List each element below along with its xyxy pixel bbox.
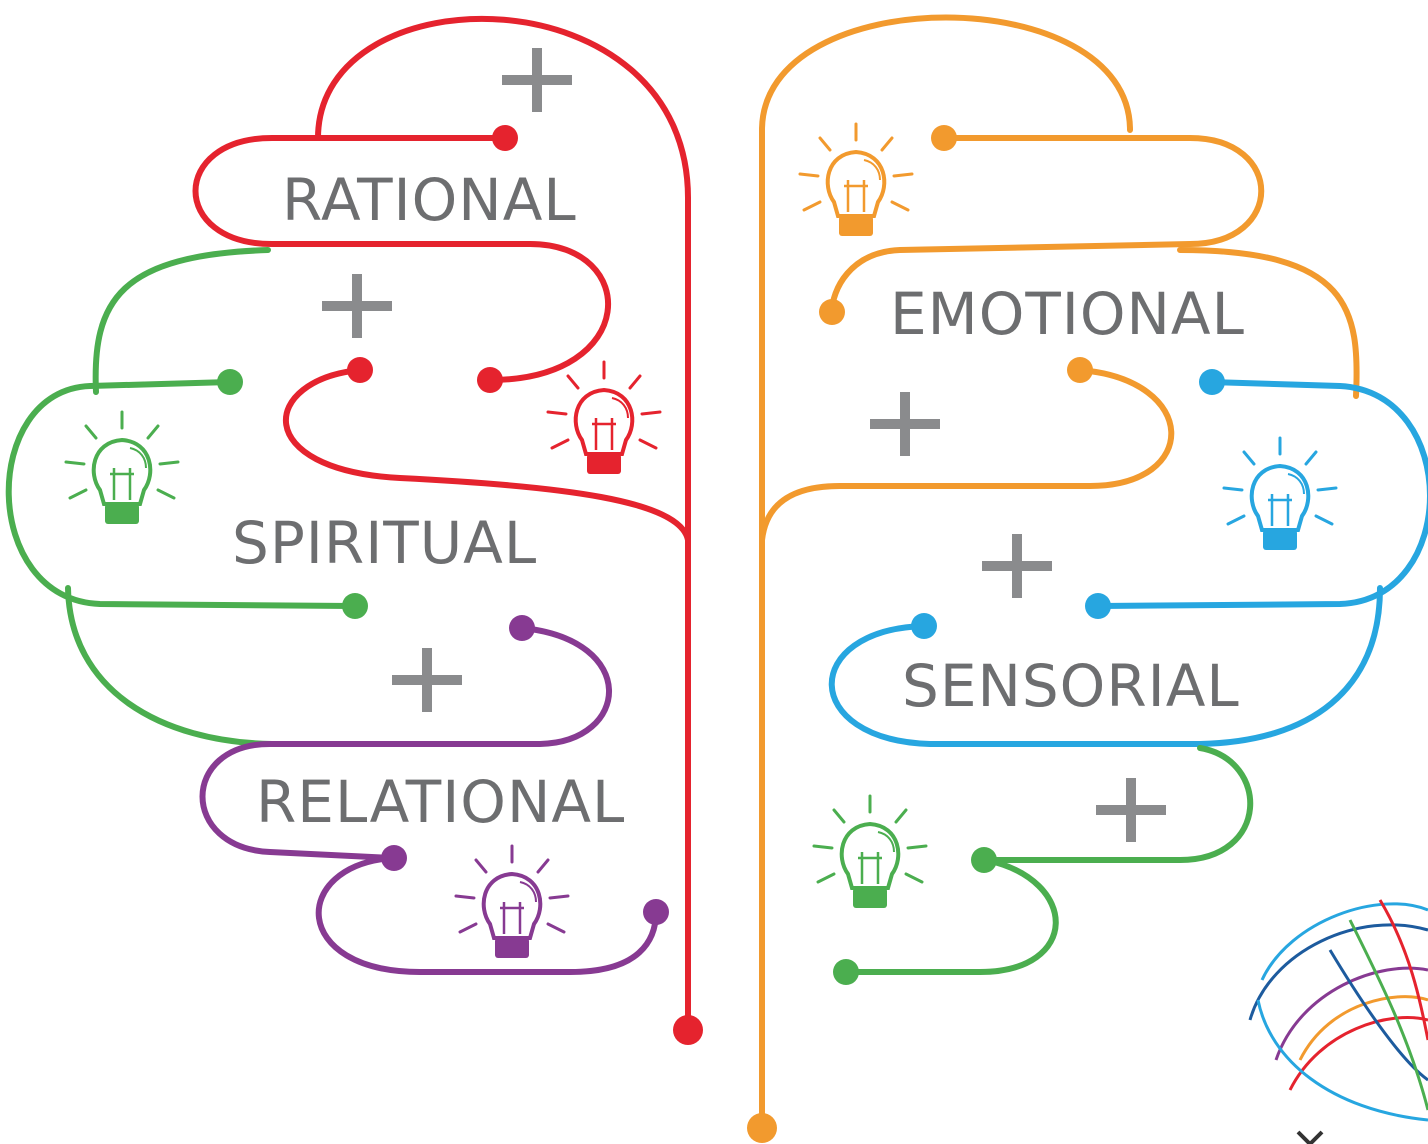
lower-right-wire-arc [983,745,1254,863]
spiritual-node [217,369,243,395]
emotional-wire-outer [1177,247,1360,399]
lower-right-node [971,847,997,873]
sensorial-node [1199,369,1225,395]
relational-node [381,845,407,871]
rational-node [477,367,503,393]
relational-node [643,899,669,925]
sensorial-node [911,613,937,639]
plus-icon [1096,778,1166,842]
sensorial-wire-outer [1097,379,1428,609]
spiritual-label: SPIRITUAL [232,509,537,577]
rational-node [492,125,518,151]
relational-wire-arc [199,625,612,861]
rational-lobe: RATIONAL [192,15,703,1045]
spiritual-wire-lower [65,585,275,747]
emotional-root-wire [759,14,1133,1131]
rational-wire-top-arc [315,15,692,1033]
sensorial-lobe: SENSORIAL [828,369,1428,747]
emotional-node [1067,357,1093,383]
emotional-wire-top [829,135,1265,315]
lower-right-node [833,959,859,985]
relational-label: RELATIONAL [256,768,625,836]
emotional-lobe: EMOTIONAL [747,14,1360,1143]
plus-signs [322,48,1166,842]
lightbulb-icon [1222,436,1338,552]
lightbulb-icon [546,360,662,476]
relational-node [509,615,535,641]
rational-root-node [673,1015,703,1045]
lightbulb-icon [64,410,180,526]
rational-node [347,357,373,383]
lower-right-lobe [812,745,1254,985]
emotional-node [819,299,845,325]
plus-icon [982,534,1052,598]
relational-wire-lower [315,855,659,975]
rational-wire-outer [192,135,612,383]
emotional-wire-inner [759,367,1175,543]
lightbulb-icon [454,844,570,960]
plus-icon [870,392,940,456]
sensorial-wire-lower [828,585,1383,747]
plus-icon [392,648,462,712]
globe-swirl-logo [1248,899,1428,1144]
rational-wire-inner [282,367,691,543]
plus-icon [322,274,392,338]
spiritual-node [342,593,368,619]
emotional-label: EMOTIONAL [890,280,1245,348]
spiritual-wire-top [92,247,271,395]
lightbulb-icon [812,794,928,910]
relational-lobe: RELATIONAL [199,615,669,975]
lightbulb-icon [798,122,914,238]
rational-label: RATIONAL [282,166,577,234]
emotional-node [931,125,957,151]
spiritual-lobe: SPIRITUAL [5,247,537,747]
sensorial-label: SENSORIAL [902,652,1240,720]
plus-icon [502,48,572,112]
lower-right-wire-lower [845,857,1059,975]
sensorial-node [1085,593,1111,619]
emotional-root-node [747,1113,777,1143]
